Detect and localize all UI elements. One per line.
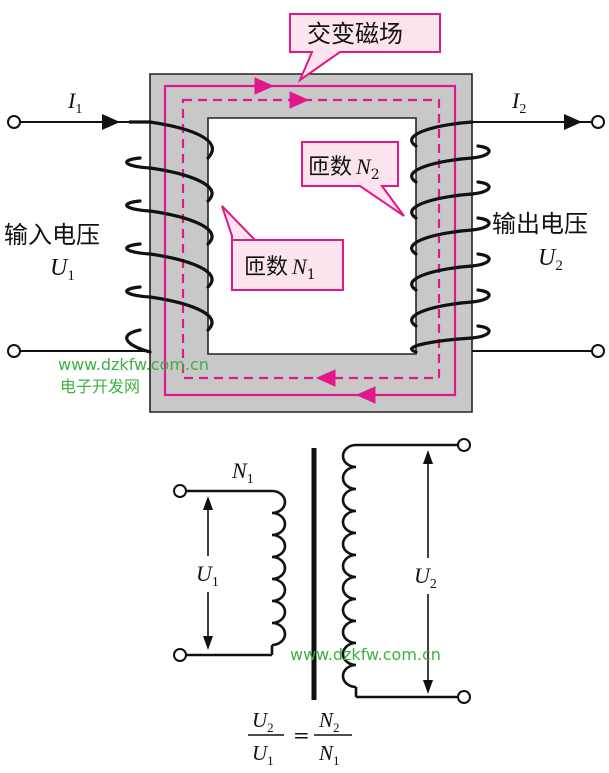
output-voltage-label: 输出电压 <box>492 210 588 238</box>
schematic-secondary-winding <box>341 443 458 699</box>
flux-path-dashed <box>181 91 441 387</box>
input-leads <box>20 114 150 352</box>
watermark-site-name: 电子开发网 <box>60 377 140 396</box>
schematic-output-terminal-top <box>457 438 471 452</box>
flux-path-solid <box>163 77 457 404</box>
svg-text:U2: U2 <box>252 708 274 735</box>
svg-text:交变磁场: 交变磁场 <box>307 20 403 48</box>
secondary-coil <box>410 120 491 354</box>
input-terminal-bottom <box>7 344 21 358</box>
schematic-input-terminal-bottom <box>173 648 187 662</box>
output-voltage-symbol: U2 <box>538 245 563 274</box>
output-terminal-bottom <box>591 344 605 358</box>
schematic-primary-winding <box>186 489 287 657</box>
schematic-n1-label: N1 <box>231 458 254 487</box>
svg-text:U1: U1 <box>252 741 274 768</box>
schematic-output-terminal-bottom <box>457 690 471 704</box>
input-voltage-symbol: U1 <box>50 255 75 284</box>
output-leads <box>472 114 592 352</box>
schematic-input-terminal-top <box>173 484 187 498</box>
current-in-label: I1 <box>67 88 82 117</box>
input-terminal-top <box>7 115 21 129</box>
input-voltage-label: 输入电压 <box>4 221 100 249</box>
primary-coil <box>125 120 214 354</box>
schematic-u1-label: U1 <box>196 561 219 590</box>
schematic-u2-label: U2 <box>414 563 437 592</box>
watermark-url: www.dzkfw.com.cn <box>58 355 209 374</box>
watermark-url-2: www.dzkfw.com.cn <box>290 645 441 664</box>
svg-text:N2: N2 <box>318 708 340 735</box>
u2-label-bg <box>408 558 448 594</box>
ratio-formula: U2 U1 = N2 N1 <box>248 708 352 768</box>
output-terminal-top <box>591 115 605 129</box>
current-out-label: I2 <box>511 88 526 117</box>
svg-text:=: = <box>293 723 310 747</box>
flux-callout: 交变磁场 <box>289 13 441 83</box>
u1-label-bg <box>190 556 226 592</box>
svg-text:N1: N1 <box>318 741 340 768</box>
